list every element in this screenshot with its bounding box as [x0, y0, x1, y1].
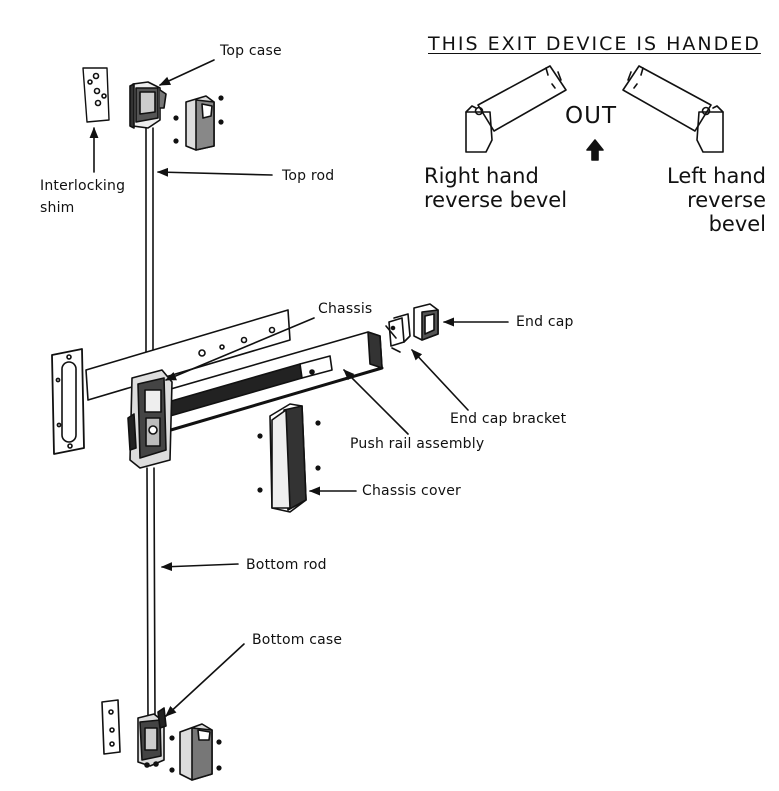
top-case-part — [129, 81, 167, 129]
left-hand-door-icon — [622, 65, 724, 153]
bottom-case-cover-part — [169, 723, 222, 781]
bottom-rod-part — [146, 467, 156, 719]
out-label: OUT — [565, 103, 617, 129]
top-case-arrow — [158, 59, 215, 86]
end-cap-bracket-label: End cap bracket — [450, 411, 567, 427]
end-cap-label: End cap — [516, 314, 574, 330]
top-rod-part — [145, 127, 154, 373]
bottom-rod-arrow — [160, 562, 239, 572]
handed-title: THIS EXIT DEVICE IS HANDED — [428, 33, 761, 55]
strike-plate-part — [51, 348, 85, 455]
right-hand-label: Right hand reverse bevel — [424, 164, 568, 212]
top-rod-label: Top rod — [282, 168, 335, 184]
right-hand-door-icon — [465, 65, 567, 153]
bottom-case-part — [137, 707, 167, 768]
bottom-rod-label: Bottom rod — [246, 557, 327, 573]
chassis-label: Chassis — [318, 301, 373, 317]
top-case-cover-part — [173, 95, 224, 151]
interlocking-shim-label: Interlocking shim — [40, 178, 126, 216]
chassis-cover-part — [257, 403, 321, 513]
left-hand-label: Left hand reverse bevel — [666, 164, 766, 236]
interlocking-shim-part — [82, 67, 110, 123]
end-cap-bracket-part — [385, 313, 411, 353]
lock-mechanism-part — [127, 369, 173, 469]
handing-diagram — [465, 65, 724, 161]
out-arrow-icon — [586, 139, 604, 161]
chassis-cover-label: Chassis cover — [362, 483, 461, 499]
end-cap-bracket-arrow — [411, 349, 469, 411]
chassis-arrow — [164, 317, 315, 381]
end-cap-part — [413, 303, 439, 341]
bottom-case-arrow — [165, 643, 245, 717]
top-rod-arrow — [156, 167, 273, 177]
push-rail-assembly-label: Push rail assembly — [350, 436, 485, 452]
leader-arrows — [89, 59, 509, 717]
bottom-shim-part — [101, 699, 121, 755]
top-case-label: Top case — [220, 43, 282, 59]
bottom-case-label: Bottom case — [252, 632, 343, 648]
push-rail-assembly-part — [149, 331, 384, 434]
push-rail-assembly-arrow — [343, 369, 409, 435]
